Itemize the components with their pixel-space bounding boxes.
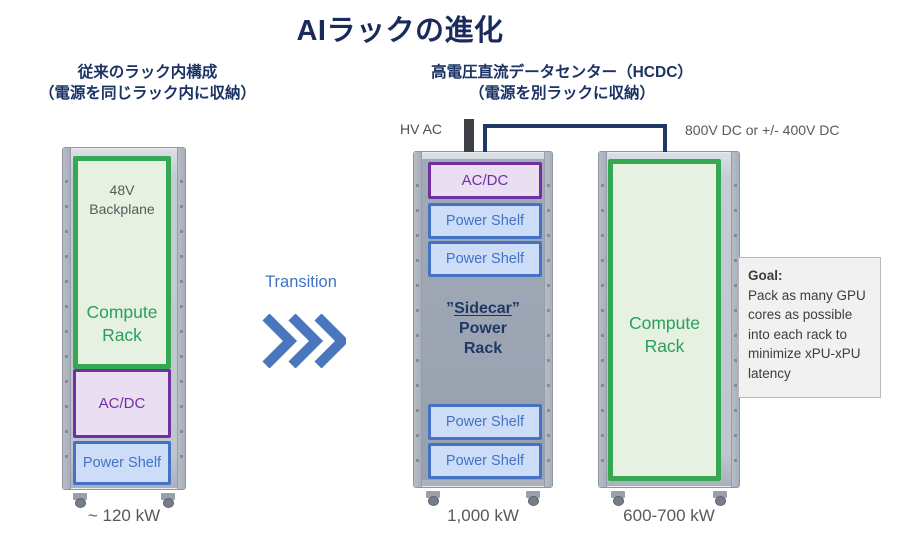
legacy-compute-area: 48V Backplane Compute Rack <box>73 156 171 369</box>
legacy-acdc-module: AC/DC <box>73 369 171 438</box>
caster <box>713 491 727 506</box>
hv-ac-label: HV AC <box>400 121 443 137</box>
caster <box>161 493 175 508</box>
rack-post <box>599 152 607 487</box>
dc-bus-connector <box>483 124 667 152</box>
legacy-heading-line1: 従来のラック内構成 <box>77 64 218 81</box>
page-title: AIラックの進化 <box>296 15 504 47</box>
transition-label: Transition <box>265 273 337 291</box>
rack-post <box>544 152 552 487</box>
caster <box>526 491 540 506</box>
legacy-rack: 48V Backplane Compute Rack AC/DC Power S… <box>62 147 186 508</box>
legacy-heading: 従来のラック内構成 （電源を同じラック内に収納） <box>5 62 290 104</box>
sidecar-rack-name: ”Sidecar” Power Rack <box>446 300 520 357</box>
goal-title: Goal: <box>748 268 783 283</box>
hcdc-heading-line1: 高電圧直流データセンター（HCDC） <box>431 64 693 81</box>
sidecar-power-shelf-1: Power Shelf <box>428 203 542 239</box>
goal-callout: Goal: Pack as many GPU cores as possible… <box>738 257 881 398</box>
hcdc-compute-area: Compute Rack <box>608 159 721 481</box>
dc-bus-label: 800V DC or +/- 400V DC <box>685 122 840 138</box>
sidecar-power-shelf-2: Power Shelf <box>428 241 542 277</box>
sidecar-power-rack: AC/DC Power Shelf Power Shelf ”Sidecar” … <box>413 151 553 506</box>
legacy-power-shelf: Power Shelf <box>73 441 171 485</box>
hcdc-heading: 高電圧直流データセンター（HCDC） （電源を別ラックに収納） <box>403 62 721 104</box>
backplane-label: 48V Backplane <box>89 182 155 217</box>
compute-rack-label: Compute Rack <box>86 302 158 345</box>
compute-rack-label: Compute Rack <box>628 313 700 356</box>
sidecar-power-shelf-3: Power Shelf <box>428 404 542 440</box>
caster <box>426 491 440 506</box>
triple-chevron-arrow-icon <box>262 314 346 368</box>
rack-post <box>63 148 71 489</box>
rack-post <box>177 148 185 489</box>
sidecar-power-rating: 1,000 kW <box>447 506 519 525</box>
caster <box>73 493 87 508</box>
legacy-heading-line2: （電源を同じラック内に収納） <box>38 85 256 102</box>
rack-post <box>414 152 422 487</box>
hcdc-compute-power-rating: 600-700 kW <box>623 506 715 525</box>
hcdc-compute-rack: Compute Rack <box>598 151 740 506</box>
goal-body: Pack as many GPU cores as possible into … <box>748 287 866 381</box>
hv-ac-feed-bar <box>464 119 474 152</box>
hcdc-heading-line2: （電源を別ラックに収納） <box>468 85 655 102</box>
sidecar-acdc-module: AC/DC <box>428 162 542 199</box>
rack-post <box>731 152 739 487</box>
caster <box>611 491 625 506</box>
legacy-power-rating: ~ 120 kW <box>87 506 161 525</box>
sidecar-power-shelf-4: Power Shelf <box>428 443 542 479</box>
